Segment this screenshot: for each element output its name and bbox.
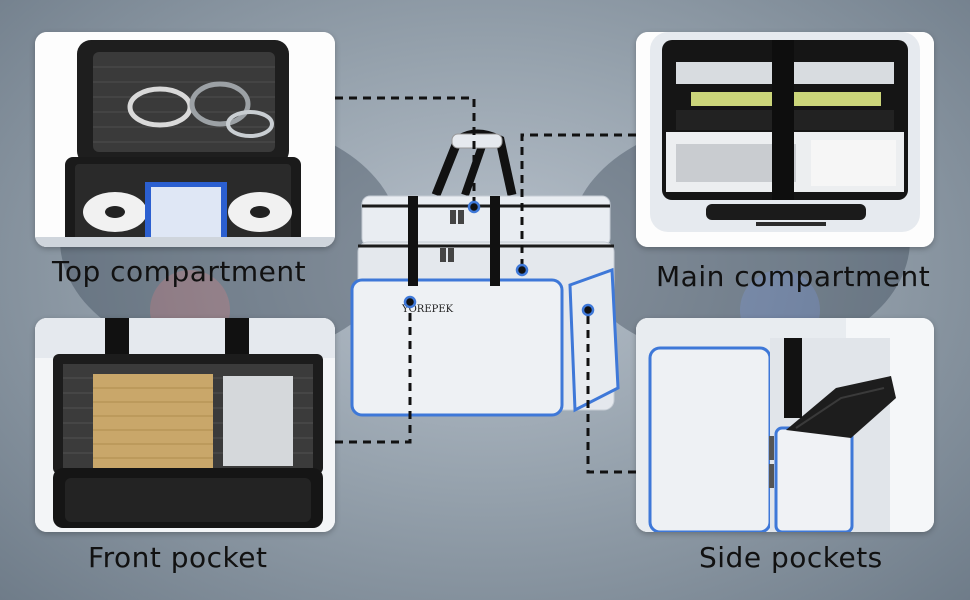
side-pockets-photo — [636, 318, 934, 532]
main-compartment-caption: Main compartment — [656, 260, 931, 293]
callout-dot-front — [403, 295, 417, 309]
front-pocket-photo — [35, 318, 335, 532]
callout-dot-side — [581, 303, 595, 317]
callout-dot-top — [467, 200, 481, 214]
side-pockets-caption: Side pockets — [699, 541, 883, 574]
main-compartment-photo — [636, 32, 934, 247]
top-compartment-caption: Top compartment — [52, 255, 307, 288]
top-compartment-photo — [35, 32, 335, 247]
center-bag-photo: YOREPEK — [350, 129, 620, 417]
front-pocket-caption: Front pocket — [88, 541, 268, 574]
callout-dot-main — [515, 263, 529, 277]
brand-label: YOREPEK — [401, 304, 454, 315]
